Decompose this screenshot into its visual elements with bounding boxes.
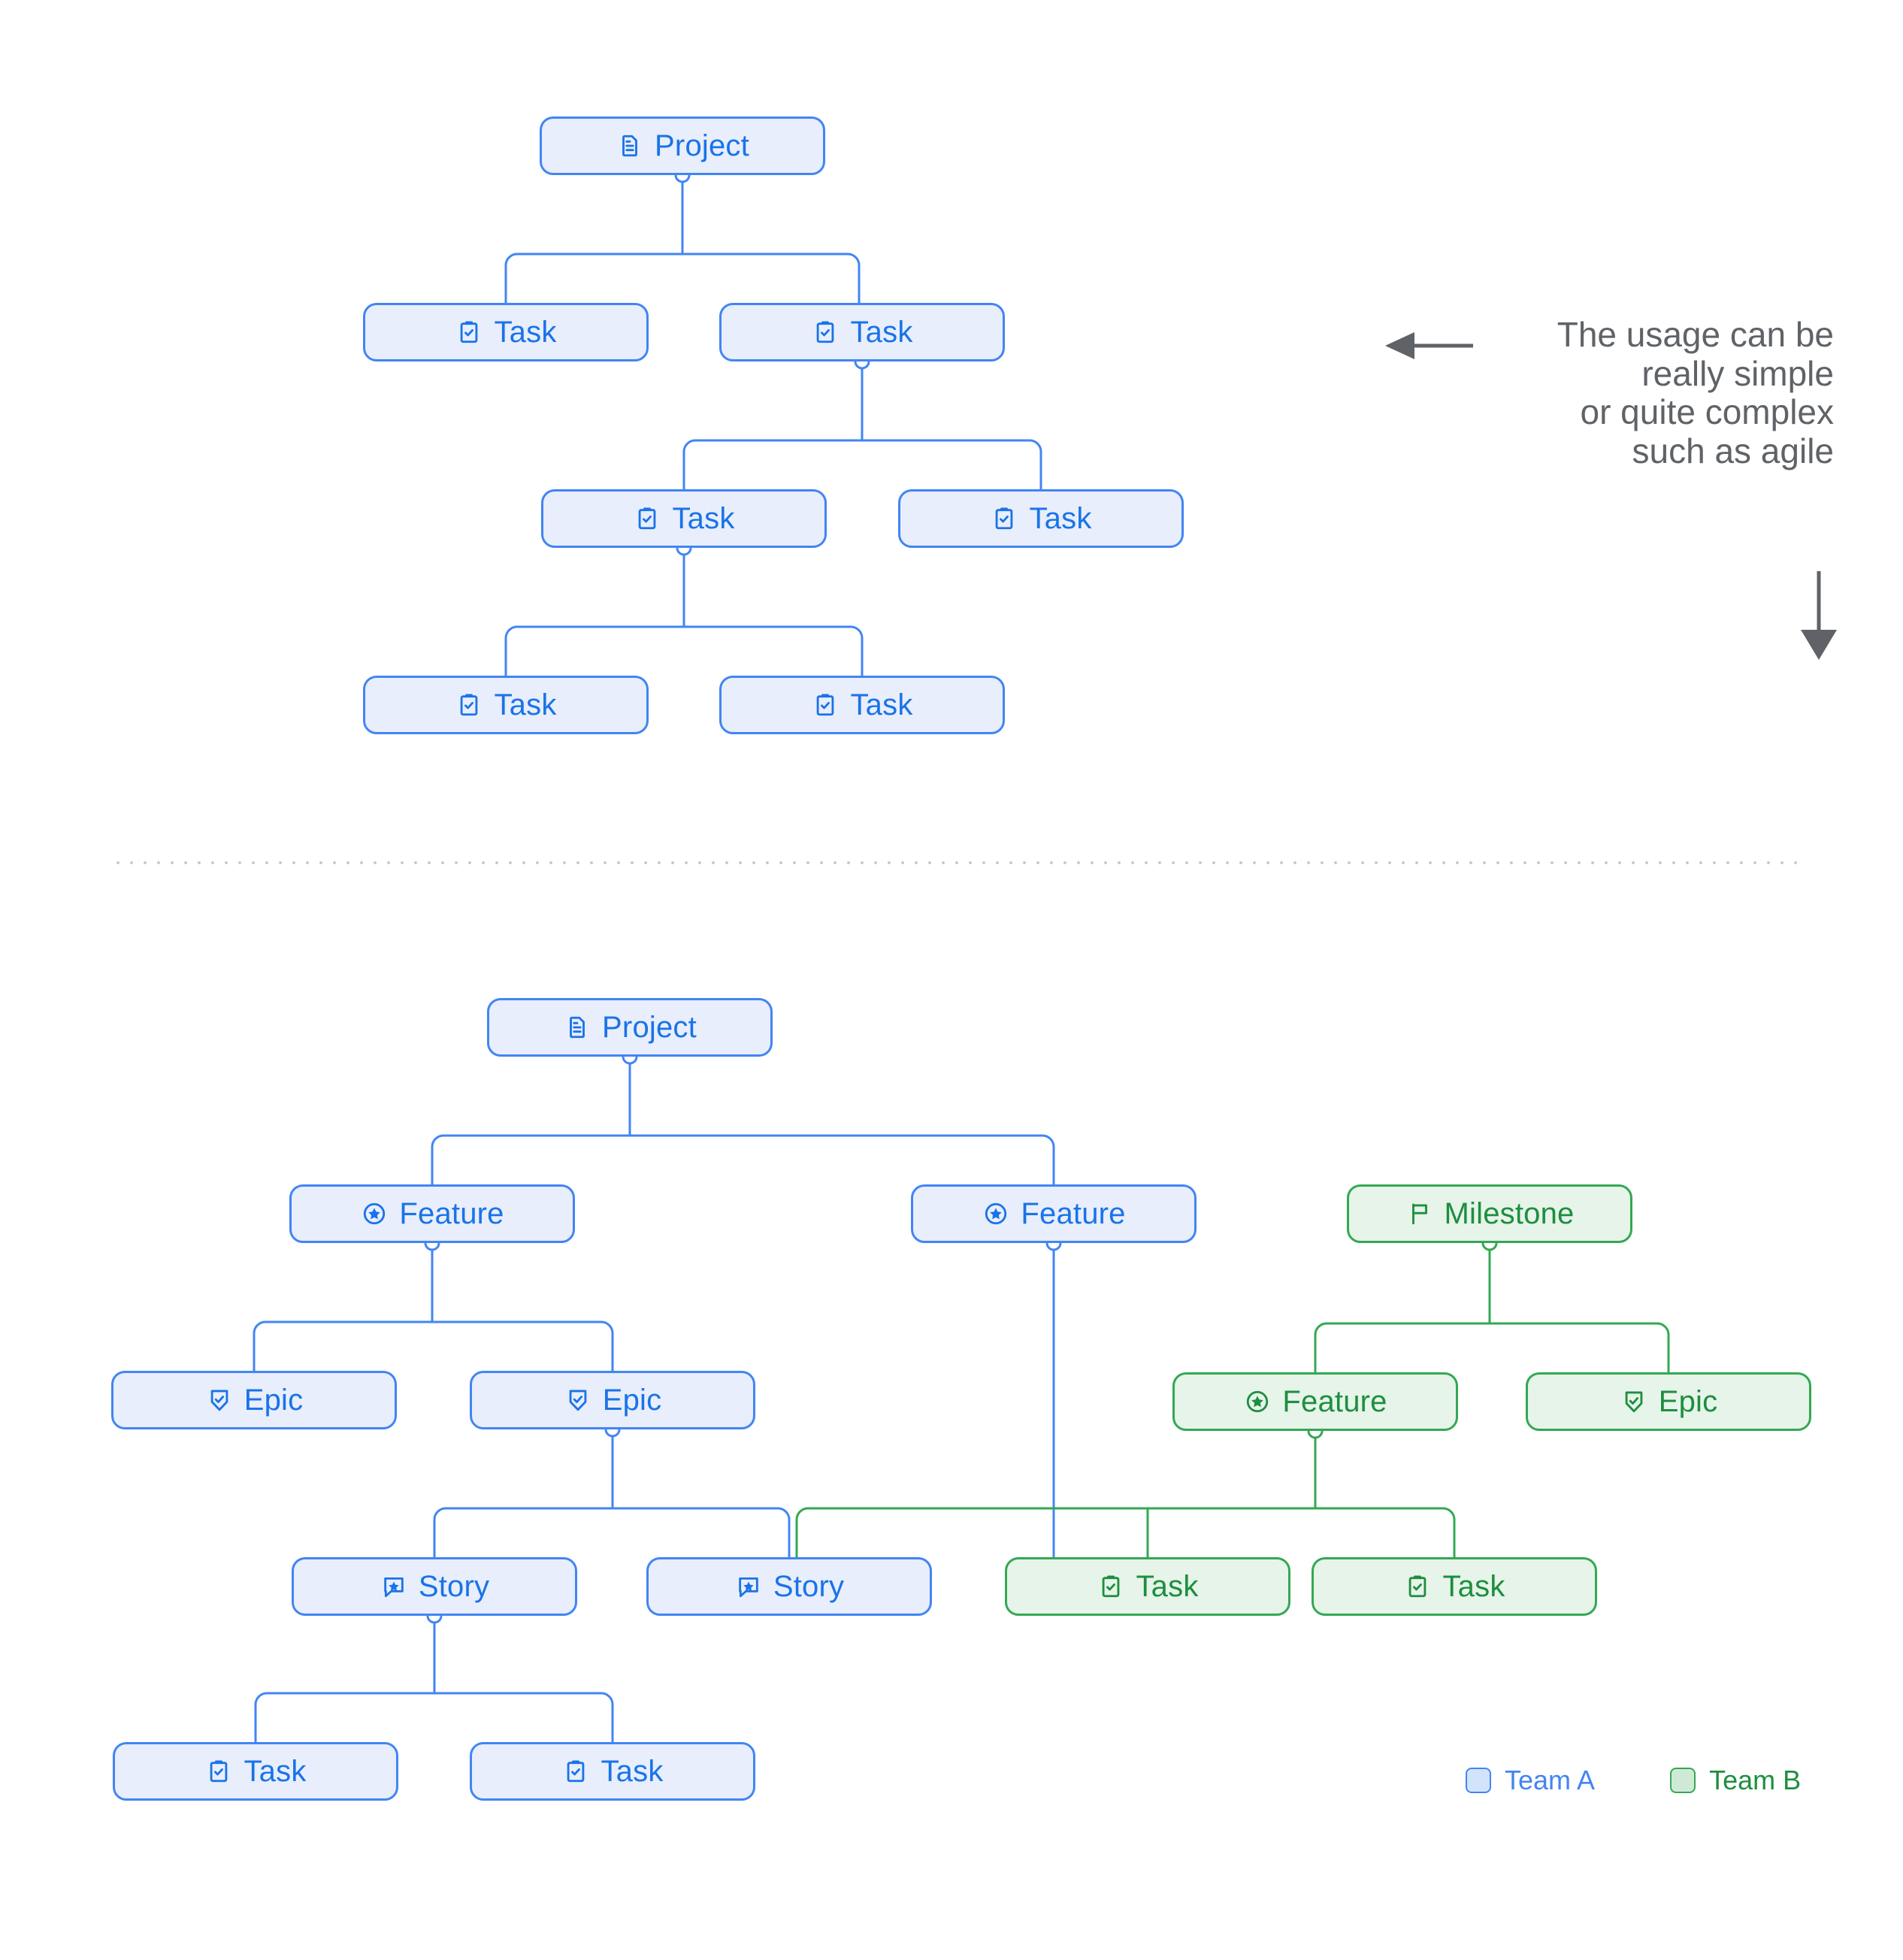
annotation-text: The usage can be really simple or quite … <box>1458 315 1835 470</box>
task-icon <box>1097 1572 1125 1601</box>
task-icon <box>633 504 661 533</box>
node-task[interactable]: Task <box>363 303 649 361</box>
node-label: Feature <box>1021 1197 1126 1230</box>
node-feature[interactable]: Feature <box>911 1184 1197 1243</box>
node-task[interactable]: Task <box>363 676 649 734</box>
node-label: Milestone <box>1444 1197 1575 1230</box>
section-divider <box>111 861 1799 864</box>
node-label: Task <box>601 1755 664 1788</box>
node-label: Task <box>850 688 913 721</box>
annotation-line-4: such as agile <box>1632 431 1835 470</box>
document-icon <box>563 1013 591 1042</box>
node-label: Feature <box>399 1197 504 1230</box>
node-task[interactable]: Task <box>470 1742 755 1801</box>
node-task[interactable]: Task <box>898 489 1184 548</box>
node-label: Story <box>418 1570 490 1603</box>
task-icon <box>455 691 483 719</box>
task-icon <box>811 318 840 346</box>
edge-group-a6 <box>433 1429 791 1557</box>
feature-icon <box>360 1199 389 1228</box>
edge-group-a9 <box>254 1616 614 1742</box>
edge-group-s4 <box>504 548 864 676</box>
node-story[interactable]: Story <box>292 1557 577 1616</box>
task-icon <box>561 1757 590 1786</box>
milestone-icon <box>1405 1199 1434 1228</box>
epic-icon <box>1620 1387 1648 1416</box>
node-label: Task <box>494 688 557 721</box>
document-icon <box>616 132 644 160</box>
edge-group-a1 <box>431 1057 1055 1184</box>
node-feature[interactable]: Feature <box>1172 1372 1458 1431</box>
node-milestone[interactable]: Milestone <box>1347 1184 1632 1243</box>
node-label: Epic <box>1658 1385 1718 1418</box>
task-icon <box>204 1757 233 1786</box>
node-label: Task <box>850 316 913 349</box>
node-task[interactable]: Task <box>541 489 827 548</box>
node-label: Epic <box>602 1384 662 1417</box>
legend-label: Team B <box>1709 1765 1802 1795</box>
node-feature[interactable]: Feature <box>289 1184 575 1243</box>
node-label: Project <box>655 129 749 162</box>
node-label: Task <box>1136 1570 1199 1603</box>
node-label: Project <box>602 1011 697 1044</box>
task-icon <box>1403 1572 1432 1601</box>
annotation-line-1: The usage can be <box>1557 315 1834 354</box>
feature-icon <box>1243 1387 1272 1416</box>
node-story[interactable]: Story <box>646 1557 932 1616</box>
node-task[interactable]: Task <box>113 1742 398 1801</box>
legend-swatch-icon <box>1670 1768 1696 1793</box>
edge-group-s3 <box>682 361 1042 489</box>
node-label: Task <box>1029 502 1092 535</box>
annotation-line-2: really simple <box>1641 353 1834 393</box>
node-label: Feature <box>1282 1385 1387 1418</box>
node-label: Task <box>1442 1570 1505 1603</box>
edge-group-a2 <box>253 1243 614 1371</box>
task-icon <box>811 691 840 719</box>
node-task[interactable]: Task <box>1005 1557 1290 1616</box>
edge-group-a7 <box>795 1431 1456 1557</box>
node-label: Epic <box>244 1384 304 1417</box>
node-epic[interactable]: Epic <box>470 1371 755 1429</box>
edge-group-s1 <box>504 175 861 303</box>
feature-icon <box>982 1199 1010 1228</box>
task-icon <box>455 318 483 346</box>
node-project[interactable]: Project <box>540 116 825 175</box>
legend-swatch-icon <box>1466 1768 1491 1793</box>
node-label: Task <box>672 502 735 535</box>
epic-icon <box>564 1386 592 1414</box>
node-label: Task <box>244 1755 307 1788</box>
node-task[interactable]: Task <box>1312 1557 1597 1616</box>
node-label: Story <box>773 1570 845 1603</box>
annotation-line-3: or quite complex <box>1580 392 1835 432</box>
legend-label: Team A <box>1505 1765 1596 1795</box>
epic-icon <box>205 1386 234 1414</box>
legend: Team A Team B <box>1466 1765 1801 1796</box>
story-icon <box>734 1572 763 1601</box>
node-task[interactable]: Task <box>719 303 1005 361</box>
node-epic[interactable]: Epic <box>1526 1372 1811 1431</box>
node-task[interactable]: Task <box>719 676 1005 734</box>
task-icon <box>990 504 1018 533</box>
story-icon <box>380 1572 408 1601</box>
node-epic[interactable]: Epic <box>111 1371 397 1429</box>
legend-item-team-b[interactable]: Team B <box>1670 1765 1801 1796</box>
node-project[interactable]: Project <box>487 998 773 1057</box>
legend-item-team-a[interactable]: Team A <box>1466 1765 1595 1796</box>
node-label: Task <box>494 316 557 349</box>
edge-group-a4 <box>1314 1243 1670 1372</box>
